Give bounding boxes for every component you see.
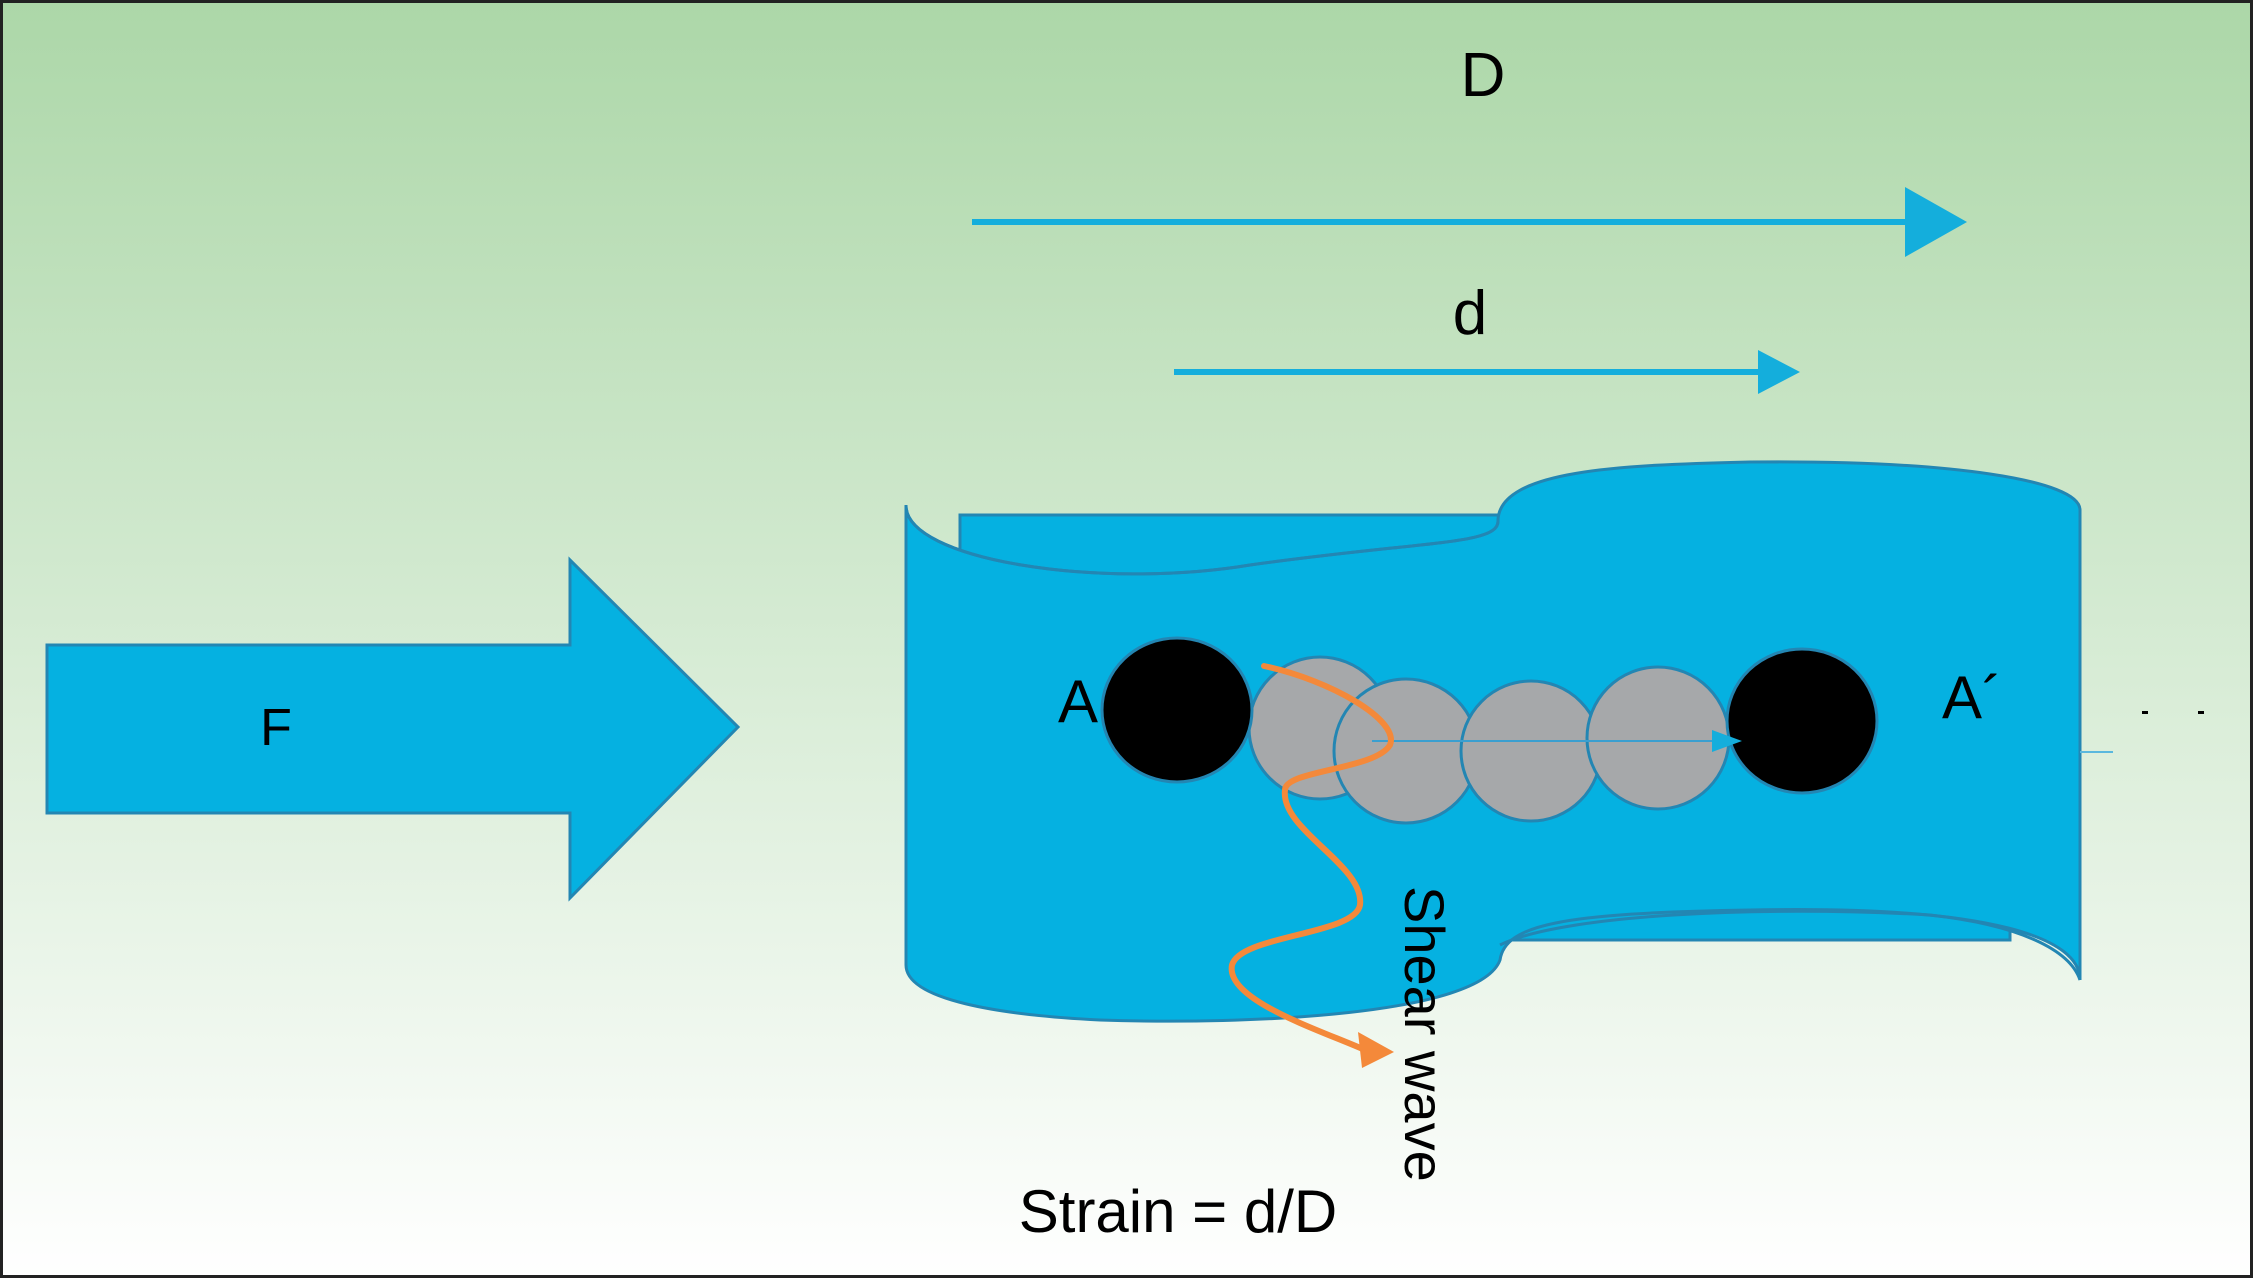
partial-distance-label: d	[1453, 279, 1487, 348]
shear-wave-arrow	[1228, 663, 1394, 1068]
force-arrow	[45, 556, 741, 902]
point-a-label: A	[1058, 668, 1098, 735]
total-distance-label: D	[1461, 41, 1506, 110]
point-a-prime-label: A´	[1942, 664, 2002, 731]
strain-formula: Strain = d/D	[1019, 1178, 1338, 1245]
small-tick-marks	[2142, 711, 2204, 714]
partial-distance-arrow	[1174, 350, 1800, 394]
particle-marker-a	[1100, 636, 1254, 784]
displacement-path-arrow	[1372, 730, 1742, 752]
particle-marker-a-prime	[1725, 647, 1879, 795]
total-distance-arrow	[972, 187, 1967, 257]
force-label: F	[260, 699, 292, 757]
shear-wave-label: Shear wave	[1393, 886, 1456, 1182]
